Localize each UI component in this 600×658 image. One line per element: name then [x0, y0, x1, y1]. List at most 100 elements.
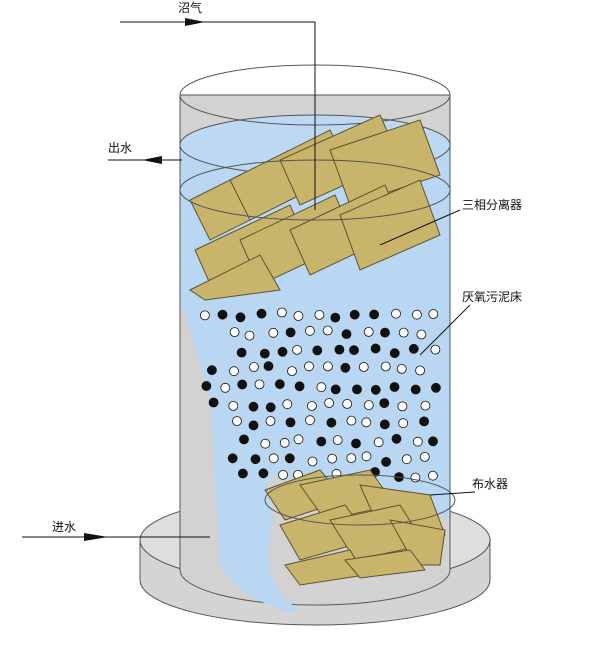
sludge-particle-dark [381, 456, 392, 467]
label-biogas: 沼气 [178, 0, 202, 15]
sludge-particle-light [411, 309, 422, 320]
sludge-particle-light [327, 453, 338, 464]
sludge-particle-dark [370, 343, 381, 354]
label-outlet: 出水 [108, 141, 132, 155]
sludge-particle-light [292, 344, 303, 355]
sludge-particle-light [396, 363, 407, 374]
sludge-particle-light [279, 437, 290, 448]
sludge-particle-dark [369, 309, 380, 320]
sludge-particle-dark [227, 453, 238, 464]
sludge-bed-particles [199, 307, 441, 483]
sludge-particle-dark [341, 329, 352, 340]
sludge-particle-dark [352, 384, 362, 395]
sludge-particle-light [391, 308, 401, 319]
sludge-particle-dark [430, 382, 441, 393]
sludge-particle-light [293, 434, 304, 445]
sludge-particle-dark [284, 453, 295, 464]
sludge-particle-light [276, 307, 287, 318]
sludge-particle-light [305, 415, 315, 426]
sludge-particle-dark [258, 468, 269, 479]
sludge-particle-light [316, 382, 327, 393]
sludge-particle-dark [277, 346, 288, 357]
sludge-particle-light [322, 325, 333, 336]
sludge-particle-dark [248, 401, 259, 412]
sludge-particle-dark [248, 420, 259, 431]
sludge-particle-dark [351, 438, 361, 449]
sludge-particle-light [415, 365, 426, 376]
sludge-particle-dark [370, 384, 381, 395]
sludge-particle-dark [389, 348, 400, 359]
sludge-particle-dark [250, 454, 261, 465]
sludge-particle-dark [265, 402, 276, 413]
sludge-particle-light [346, 453, 357, 464]
sludge-particle-dark [235, 312, 246, 323]
sludge-particle-light [342, 398, 353, 409]
sludge-particle-light [363, 326, 374, 337]
sludge-particle-light [332, 435, 343, 446]
sludge-particle-light [287, 366, 297, 377]
sludge-particle-light [361, 417, 372, 428]
leader-lines [379, 209, 476, 496]
sludge-particle-dark [274, 379, 285, 390]
sludge-particle-light [306, 401, 317, 411]
water-distributor [264, 469, 446, 586]
sludge-particle-light [428, 309, 439, 319]
sludge-particle-dark [326, 417, 337, 428]
sludge-particle-dark [334, 344, 345, 355]
label-separator: 三相分离器 [462, 197, 522, 212]
sludge-particle-light [324, 398, 335, 408]
sludge-particle-dark [285, 417, 296, 428]
sludge-particle-dark [428, 436, 438, 447]
sludge-particle-light [265, 416, 276, 426]
sludge-particle-dark [259, 348, 270, 359]
label-inlet: 进水 [52, 520, 76, 534]
sludge-particle-dark [208, 397, 219, 408]
sludge-particle-dark [380, 327, 390, 338]
sludge-particle-light [268, 327, 279, 338]
distributor-ring [264, 474, 456, 526]
sludge-particle-light [244, 330, 255, 341]
sludge-particle-dark [316, 436, 327, 447]
sludge-particle-light [229, 327, 240, 338]
sludge-particle-light [304, 325, 315, 336]
sludge-particle-light [220, 382, 231, 393]
sludge-particle-light [293, 311, 304, 321]
sludge-particle-light [380, 361, 391, 372]
sludge-particle-light [260, 438, 271, 449]
sludge-particle-light [397, 401, 408, 412]
sludge-particle-dark [408, 343, 419, 354]
sludge-particle-dark [237, 468, 248, 479]
sludge-particle-light [398, 418, 409, 429]
sludge-particle-light [398, 327, 409, 338]
sludge-particle-dark [340, 362, 351, 373]
sludge-particle-dark [391, 433, 402, 444]
sludge-particle-dark [419, 416, 430, 427]
sludge-particle-light [229, 366, 239, 377]
sludge-particle-dark [285, 327, 296, 338]
sludge-particle-dark [237, 379, 248, 390]
sludge-particle-dark [256, 308, 267, 319]
sludge-particle-light [430, 344, 441, 355]
sludge-particle-dark [312, 345, 323, 356]
sludge-particle-dark [217, 309, 228, 320]
sludge-particle-dark [410, 384, 421, 395]
sludge-particle-light [358, 362, 369, 372]
sludge-particle-dark [239, 434, 249, 445]
sludge-particle-dark [236, 347, 247, 358]
sludge-particle-light [361, 451, 372, 462]
sludge-particle-light [419, 451, 430, 462]
sludge-particle-light [427, 470, 438, 481]
sludge-particle-light [232, 416, 242, 427]
sludge-particle-dark [294, 381, 305, 392]
sludge-particle-dark [389, 382, 400, 392]
sludge-particle-light [268, 453, 279, 464]
sludge-particle-light [363, 400, 374, 411]
arrow-right-icon [185, 18, 205, 26]
sludge-particle-light [304, 361, 314, 372]
sludge-particle-dark [349, 309, 360, 320]
sludge-particle-light [314, 309, 325, 320]
sludge-particle-light [228, 400, 239, 411]
sludge-particle-light [278, 469, 288, 480]
sludge-particle-light [401, 454, 412, 465]
sludge-particle-dark [201, 381, 212, 391]
